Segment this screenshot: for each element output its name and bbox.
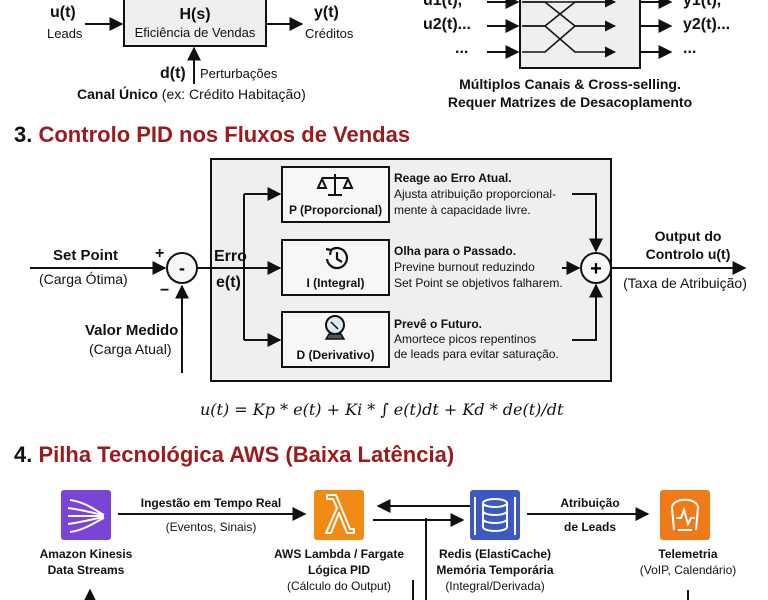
single-block-sub: Eficiência de Vendas — [134, 25, 256, 40]
kinesis-icon — [67, 499, 105, 533]
output-title-line1: Output do — [654, 228, 722, 244]
single-block-title: H(s) — [179, 6, 211, 23]
single-channel-caption: Canal Único (ex: Crédito Habitação) — [77, 86, 306, 102]
multi-input-1: u1(t), — [423, 0, 463, 9]
attrib-label-1: Atribuição — [560, 496, 620, 510]
telemetry-icon — [670, 498, 700, 531]
database-icon — [474, 497, 516, 535]
single-input-label: u(t) — [50, 4, 76, 21]
measured-label: Valor Medido — [85, 322, 179, 339]
attrib-label-2: de Leads — [563, 520, 617, 534]
d-block-label: D (Derivativo) — [296, 348, 375, 362]
multi-caption-line1: Múltiplos Canais & Cross-selling. — [459, 76, 681, 92]
i-desc-title: Olha para o Passado. — [394, 244, 517, 258]
single-output-label: y(t) — [314, 4, 339, 21]
cross-coupling-lines — [522, 0, 617, 58]
multi-input-arrows — [487, 0, 520, 59]
pid-formula: u(t) = Kp * e(t) + Ki * ∫ e(t)dt + Kd * … — [200, 400, 564, 419]
disturbance-label: d(t) — [160, 65, 186, 82]
p-desc-title: Reage ao Erro Atual. — [394, 171, 512, 185]
d-desc-title: Prevê o Futuro. — [394, 317, 483, 331]
output-summing-junction — [580, 252, 612, 284]
measured-sub: (Carga Atual) — [89, 341, 172, 357]
i-desc-line1: Previne burnout reduzindo — [394, 260, 535, 274]
history-clock-icon — [325, 246, 348, 270]
single-channel-block — [123, 0, 267, 47]
p-block-label: P (Proporcional) — [288, 203, 383, 217]
telemetry-label-1: Telemetria — [658, 547, 718, 561]
section-3-title: Controlo PID nos Fluxos de Vendas — [38, 122, 411, 147]
multi-channel-block — [519, 0, 641, 69]
kinesis-label-2: Data Streams — [47, 563, 125, 577]
d-desc-line1: Amortece picos repentinos — [394, 332, 537, 346]
aws-flow-lines — [83, 499, 689, 600]
disturbance-sub: Perturbações — [200, 66, 278, 81]
kinesis-label-1: Amazon Kinesis — [39, 547, 133, 561]
multi-input-2: u2(t)... — [423, 16, 471, 33]
multi-output-3: ... — [683, 40, 697, 57]
multi-output-1: y1(t), — [683, 0, 722, 9]
section-3-heading: 3. Controlo PID nos Fluxos de Vendas — [14, 122, 411, 147]
set-point-sub: (Carga Ótima) — [39, 271, 128, 287]
error-variable: e(t) — [216, 274, 241, 291]
section-4-heading: 4. Pilha Tecnológica AWS (Baixa Latência… — [14, 442, 455, 467]
lambda-label-3: (Cálculo do Output) — [286, 579, 392, 593]
scale-icon — [316, 174, 354, 196]
caption-rest: (ex: Crédito Habitação) — [157, 86, 306, 102]
output-title-line2: Controlo u(t) — [645, 246, 731, 262]
single-output-sub: Créditos — [305, 26, 354, 41]
redis-label-3: (Integral/Derivada) — [445, 579, 545, 593]
plus-sign: + — [155, 245, 165, 262]
ingest-sub: (Eventos, Sinais) — [165, 520, 257, 534]
set-point-label: Set Point — [53, 247, 119, 264]
p-desc-line2: mente à capacidade livre. — [394, 203, 531, 217]
caption-bold: Canal Único — [77, 86, 158, 102]
single-input-sub: Leads — [47, 26, 83, 41]
lambda-label-2: Lógica PID — [307, 563, 370, 577]
output-sub: (Taxa de Atribuição) — [623, 275, 747, 291]
i-desc-line2: Set Point se objetivos falharem. — [394, 276, 563, 290]
redis-label-2: Memória Temporária — [436, 563, 554, 577]
lambda-label-1: AWS Lambda / Fargate — [273, 547, 405, 561]
multi-input-3: ... — [455, 40, 469, 57]
p-desc-line1: Ajusta atribuição proporcional- — [394, 187, 557, 201]
redis-label-1: Redis (ElastiCache) — [438, 547, 552, 561]
ingest-label: Ingestão em Tempo Real — [140, 496, 282, 510]
multi-caption-line2: Requer Matrizes de Desacoplamento — [447, 94, 693, 110]
section-4-number: 4. — [14, 442, 33, 467]
i-block-label: I (Integral) — [306, 276, 365, 290]
d-desc-line2: de leads para evitar saturação. — [394, 347, 559, 361]
multi-output-2: y2(t)... — [683, 16, 731, 33]
lambda-icon — [325, 494, 355, 534]
sum-minus-glyph: - — [179, 258, 185, 278]
multi-output-arrows — [640, 0, 673, 59]
crystal-ball-icon — [324, 315, 346, 340]
error-label: Erro — [214, 248, 247, 265]
section-4-title: Pilha Tecnológica AWS (Baixa Latência) — [38, 442, 455, 467]
telemetry-label-2: (VoIP, Calendário) — [639, 563, 737, 577]
sum-plus-glyph: + — [590, 258, 602, 280]
minus-sign: − — [160, 282, 170, 299]
pid-signal-lines — [30, 187, 747, 373]
section-3-number: 3. — [14, 122, 33, 147]
